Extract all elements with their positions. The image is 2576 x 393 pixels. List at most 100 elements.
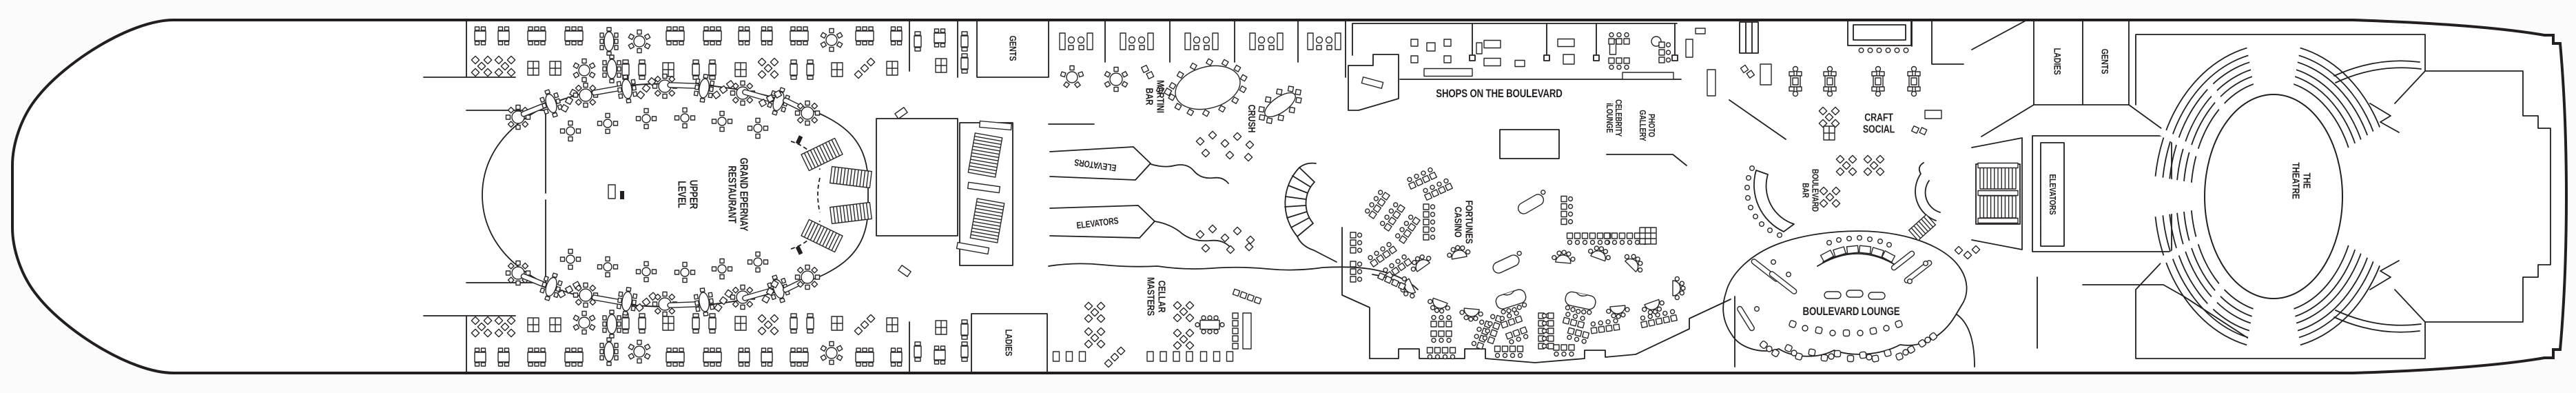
x4-symbol: [757, 57, 779, 79]
rnd4-symbol: [635, 261, 657, 283]
r1-symbol: [1846, 245, 1859, 254]
r1-symbol: [1695, 28, 1706, 34]
ctbl-symbol: [1824, 291, 1842, 299]
sq4-symbol: [738, 26, 750, 46]
slot-symbol: [1430, 314, 1452, 328]
label-the-theatre: THE THEATRE: [2290, 162, 2313, 199]
stool-symbol: [1857, 235, 1862, 241]
sidetbl-symbol: [1857, 330, 1864, 336]
oval8-symbol: [693, 74, 715, 103]
sq6-symbol: [790, 26, 809, 46]
sq6-symbol: [564, 26, 584, 46]
stool-symbol: [1777, 232, 1782, 238]
armch-symbol: [1895, 352, 1904, 361]
stoolrow-symbol: [1858, 48, 1909, 53]
slot-symbol: [1407, 167, 1437, 190]
d1-symbol: [1226, 245, 1235, 254]
d2-symbol: [1155, 85, 1173, 97]
rnd-symbol: [573, 82, 599, 108]
bj-symbol: [1410, 254, 1432, 272]
rnd-symbol: [573, 310, 596, 335]
slot-symbol: [1365, 190, 1390, 219]
rnd-symbol: [573, 58, 596, 83]
sidetbl-symbol: [1902, 349, 1909, 356]
bj-symbol: [1552, 250, 1576, 264]
stool-symbol: [1846, 236, 1852, 241]
r1-symbol: [1514, 59, 1525, 68]
grid2-symbol: [831, 62, 843, 77]
furniture-layer: [471, 26, 2019, 368]
game-symbol: [1789, 66, 1802, 97]
grid2-symbol: [527, 317, 539, 332]
r1-symbol: [1410, 39, 1419, 47]
sq2v-symbol: [960, 319, 969, 340]
sq2v-symbol: [790, 59, 798, 80]
rnd4-symbol: [747, 117, 769, 139]
stool-symbol: [1923, 261, 1928, 266]
r1-symbol: [1483, 57, 1501, 67]
stool-symbol: [1771, 259, 1776, 265]
r1-symbol: [1423, 68, 1473, 77]
label-celebrity-ilounge: CELEBRITY iLOUNGE: [1605, 99, 1623, 137]
slot-symbol: [1590, 318, 1620, 334]
x4-symbol: [1173, 328, 1195, 350]
sidetbl-symbol: [1766, 345, 1773, 352]
slot-symbol: [1499, 310, 1523, 329]
slot-symbol: [1553, 344, 1575, 357]
brow-symbol: [1146, 351, 1193, 362]
sofa-symbol: [1737, 305, 1755, 332]
label-grand-epernay-restaurant: GRAND EPERNAY RESTAURANT: [726, 157, 750, 232]
r1-symbol: [1820, 250, 1835, 262]
d1-symbol: [1220, 233, 1230, 243]
bj-symbol: [1641, 299, 1665, 315]
slot-symbol: [1494, 345, 1524, 359]
bj-symbol: [1447, 245, 1471, 260]
stool-symbol: [1867, 236, 1873, 242]
slot-symbol: [1567, 327, 1590, 344]
r1-symbol: [1871, 247, 1884, 258]
sq4-symbol: [890, 26, 903, 46]
armch-symbol: [1846, 354, 1855, 363]
label-shops-on-the-boulevard: SHOPS ON THE BOULEVARD: [1436, 87, 1563, 101]
slot-symbol: [1541, 312, 1554, 350]
armch-symbol: [1859, 351, 1867, 359]
sqrow-symbol: [1232, 312, 1239, 350]
r1-symbol: [1483, 39, 1501, 49]
rnd4-symbol: [747, 251, 769, 273]
d1-symbol: [1233, 226, 1242, 236]
grid2-symbol: [549, 317, 561, 332]
x4-symbol: [1173, 301, 1195, 323]
brow-symbol: [1199, 351, 1234, 362]
sq6-symbol: [855, 26, 874, 46]
label-elevators-aft-upper: ELEVATORS: [1073, 157, 1117, 174]
rnd4-symbol: [711, 110, 733, 132]
label-crush: CRUSH: [1245, 104, 1257, 133]
sq4-symbol: [934, 28, 946, 48]
stool-symbol: [1767, 228, 1773, 233]
d1-symbol: [1244, 242, 1254, 252]
g9-symbol: [1639, 227, 1657, 245]
x4-symbol: [1818, 106, 1840, 128]
label-craft-social: CRAFT SOCIAL: [1862, 112, 1895, 135]
label-fortunes-casino: FORTUNES CASINO: [1452, 200, 1475, 244]
r1-symbol: [1977, 162, 2019, 169]
sq2v-symbol: [692, 313, 700, 334]
label-elevators-fwd: ELEVATORS: [2047, 174, 2058, 215]
label-gents-aft: GENTS: [1007, 35, 1019, 61]
sq6-symbol: [666, 347, 685, 367]
r1-symbol: [1881, 250, 1896, 263]
rnd4-symbol: [559, 120, 581, 142]
label-upper-level: UPPER LEVEL: [676, 179, 699, 210]
sq2v-symbol: [960, 341, 969, 362]
armch-symbol: [1815, 326, 1823, 334]
armch-symbol: [1871, 354, 1879, 363]
sq2v-symbol: [806, 59, 814, 80]
label-elevators-aft-lower: ELEVATORS: [1075, 215, 1120, 231]
d1-symbol: [1195, 137, 1205, 146]
r1-symbol: [608, 184, 616, 199]
sq2v-symbol: [914, 31, 922, 52]
stool-symbol: [1749, 165, 1755, 171]
stool-symbol: [1744, 185, 1750, 190]
slot-symbol: [1350, 232, 1363, 254]
